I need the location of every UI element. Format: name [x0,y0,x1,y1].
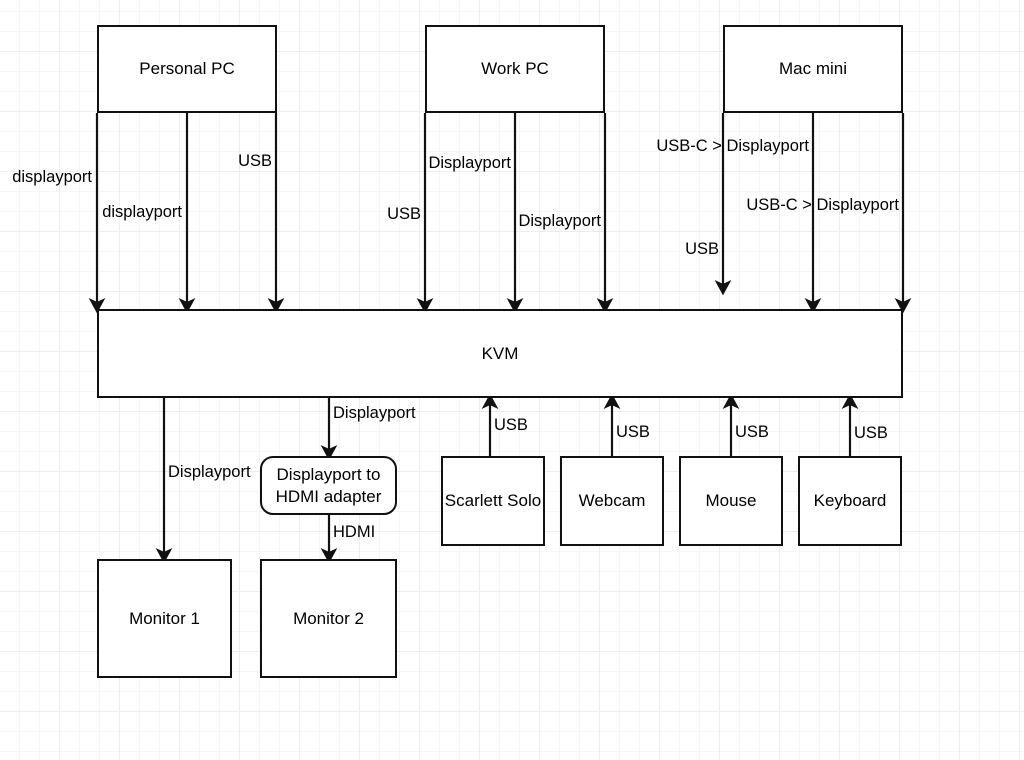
edge-label-edge-work-usb: USB [387,204,421,223]
edge-label-edge-kvm-monitor1: Displayport [168,462,251,481]
node-scarlett-solo[interactable]: Scarlett Solo [441,456,545,546]
edge-label-edge-personal-dp-2: displayport [102,202,182,221]
edge-label-edge-adapter-monitor2: HDMI [333,522,376,541]
node-label-mouse: Mouse [705,491,757,511]
node-label-webcam: Webcam [578,491,646,511]
node-label-monitor-2: Monitor 2 [293,608,364,628]
node-label-scarlett-solo: Scarlett Solo [444,491,542,511]
edge-label-edge-scarlett-kvm: USB [494,415,528,434]
node-label-mac-mini: Mac mini [778,59,847,79]
node-mac-mini[interactable]: Mac mini [723,25,903,113]
node-webcam[interactable]: Webcam [560,456,664,546]
edge-label-edge-mac-usbc-dp-1: USB-C > Displayport [656,136,809,155]
node-label-kvm: KVM [481,343,519,363]
node-kvm[interactable]: KVM [97,309,903,398]
node-work-pc[interactable]: Work PC [425,25,605,113]
edge-label-edge-personal-dp-1: displayport [12,167,92,186]
node-keyboard[interactable]: Keyboard [798,456,902,546]
edge-label-edge-kvm-adapter: Displayport [333,403,416,422]
node-monitor-1[interactable]: Monitor 1 [97,559,232,678]
node-label-work-pc: Work PC [481,59,549,79]
edge-label-edge-work-dp-1: Displayport [428,153,511,172]
node-label-keyboard: Keyboard [813,491,887,511]
edge-label-edge-work-dp-2: Displayport [518,211,601,230]
node-label-monitor-1: Monitor 1 [129,608,200,628]
node-mouse[interactable]: Mouse [679,456,783,546]
node-personal-pc[interactable]: Personal PC [97,25,277,113]
edge-label-edge-keyboard-kvm: USB [854,423,888,442]
edge-label-edge-mouse-kvm: USB [735,422,769,441]
edge-label-edge-webcam-kvm: USB [616,422,650,441]
edge-label-edge-mac-usbc-dp-2: USB-C > Displayport [746,195,899,214]
edge-label-edge-mac-usb: USB [685,239,719,258]
node-label-personal-pc: Personal PC [139,59,235,79]
node-monitor-2[interactable]: Monitor 2 [260,559,397,678]
edge-label-edge-personal-usb: USB [238,151,272,170]
